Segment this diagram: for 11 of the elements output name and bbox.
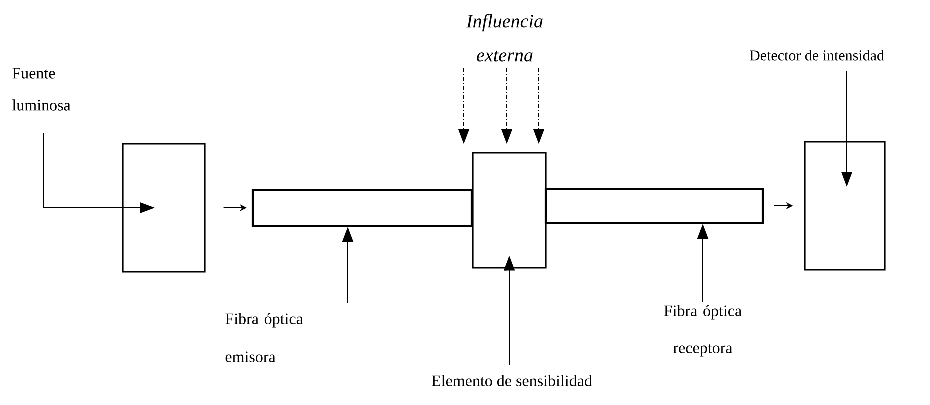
optical-fiber-bar (544, 188, 764, 224)
label-text: Influencia externa (466, 14, 543, 62)
label-text: Fuente luminosa (12, 68, 71, 111)
label-text: Fibra óptica emisora (226, 313, 304, 362)
label-text: Fibra óptica receptora (664, 305, 742, 357)
label-text: Detector de intensidad (750, 50, 884, 61)
label-text: Elemento de sensibilidad (432, 375, 592, 386)
component-box (804, 141, 886, 271)
component-box (122, 143, 206, 273)
component-box (472, 152, 547, 269)
optical-fiber-bar (252, 188, 474, 228)
